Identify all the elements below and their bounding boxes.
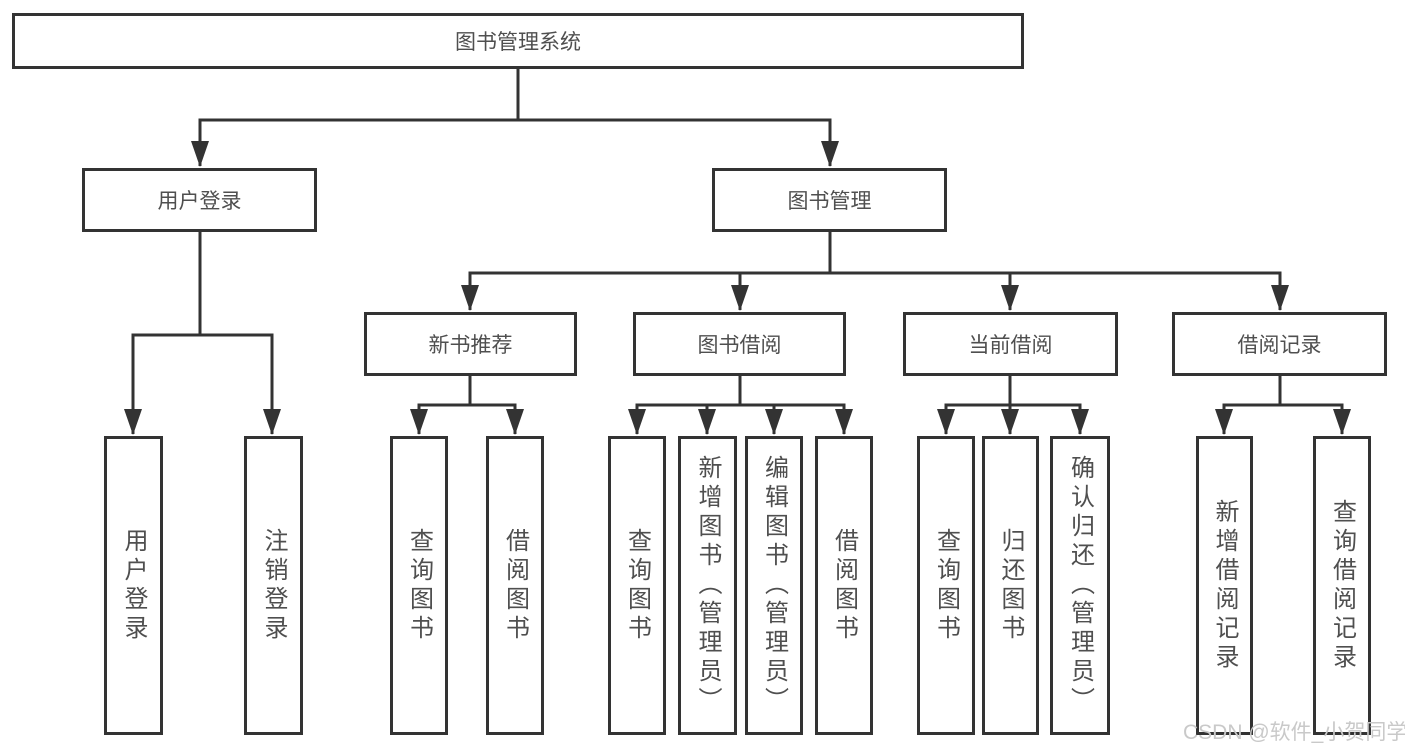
- node-label: 借阅记录: [1237, 334, 1322, 357]
- node-borrowing-records: 借阅记录: [1172, 312, 1387, 376]
- leaf-user-login: 用户登录: [104, 436, 163, 735]
- leaf-query-books-borrow: 查询图书: [608, 436, 666, 735]
- leaf-label: 用户登录: [120, 527, 147, 644]
- node-user-login: 用户登录: [82, 168, 317, 232]
- node-label: 图书管理: [787, 190, 872, 213]
- leaf-label: 查询图书: [623, 527, 651, 644]
- leaf-label: 查询图书: [405, 527, 433, 644]
- leaf-label: 注销登录: [260, 527, 287, 644]
- leaf-logout: 注销登录: [244, 436, 303, 735]
- node-label: 图书借阅: [697, 334, 782, 357]
- node-label: 当前借阅: [968, 334, 1053, 357]
- leaf-label: 归还图书: [997, 527, 1024, 644]
- node-book-borrowing: 图书借阅: [633, 312, 846, 376]
- leaf-borrow-books: 借阅图书: [815, 436, 873, 735]
- leaf-return-books: 归还图书: [982, 436, 1039, 735]
- leaf-label: 借阅图书: [501, 527, 529, 644]
- node-label: 图书管理系统: [455, 31, 581, 54]
- leaf-add-borrow-record: 新增借阅记录: [1196, 436, 1253, 735]
- leaf-label: 新增借阅记录: [1211, 498, 1238, 673]
- leaf-label: 查询图书: [932, 527, 960, 644]
- node-current-borrowing: 当前借阅: [903, 312, 1118, 376]
- node-book-management: 图书管理: [712, 168, 947, 232]
- leaf-edit-books-admin: 编辑图书（管理员）: [745, 436, 803, 735]
- leaf-label: 确认归还（管理员）: [1066, 455, 1094, 716]
- leaf-add-books-admin: 新增图书（管理员）: [678, 436, 737, 735]
- leaf-label: 借阅图书: [830, 527, 858, 644]
- leaf-label: 查询借阅记录: [1328, 498, 1356, 673]
- node-label: 新书推荐: [428, 334, 513, 357]
- leaf-label: 编辑图书（管理员）: [760, 455, 788, 716]
- leaf-query-books-recommend: 查询图书: [390, 436, 448, 735]
- node-label: 用户登录: [157, 190, 242, 213]
- node-new-book-recommend: 新书推荐: [364, 312, 577, 376]
- csdn-watermark: CSDN @软件_小贺同学: [1183, 721, 1405, 744]
- leaf-borrow-books-recommend: 借阅图书: [486, 436, 544, 735]
- leaf-label: 新增图书（管理员）: [694, 455, 721, 716]
- node-library-management-system: 图书管理系统: [12, 13, 1024, 69]
- leaf-confirm-return-admin: 确认归还（管理员）: [1050, 436, 1110, 735]
- leaf-query-books-current: 查询图书: [917, 436, 975, 735]
- leaf-query-borrow-record: 查询借阅记录: [1313, 436, 1371, 735]
